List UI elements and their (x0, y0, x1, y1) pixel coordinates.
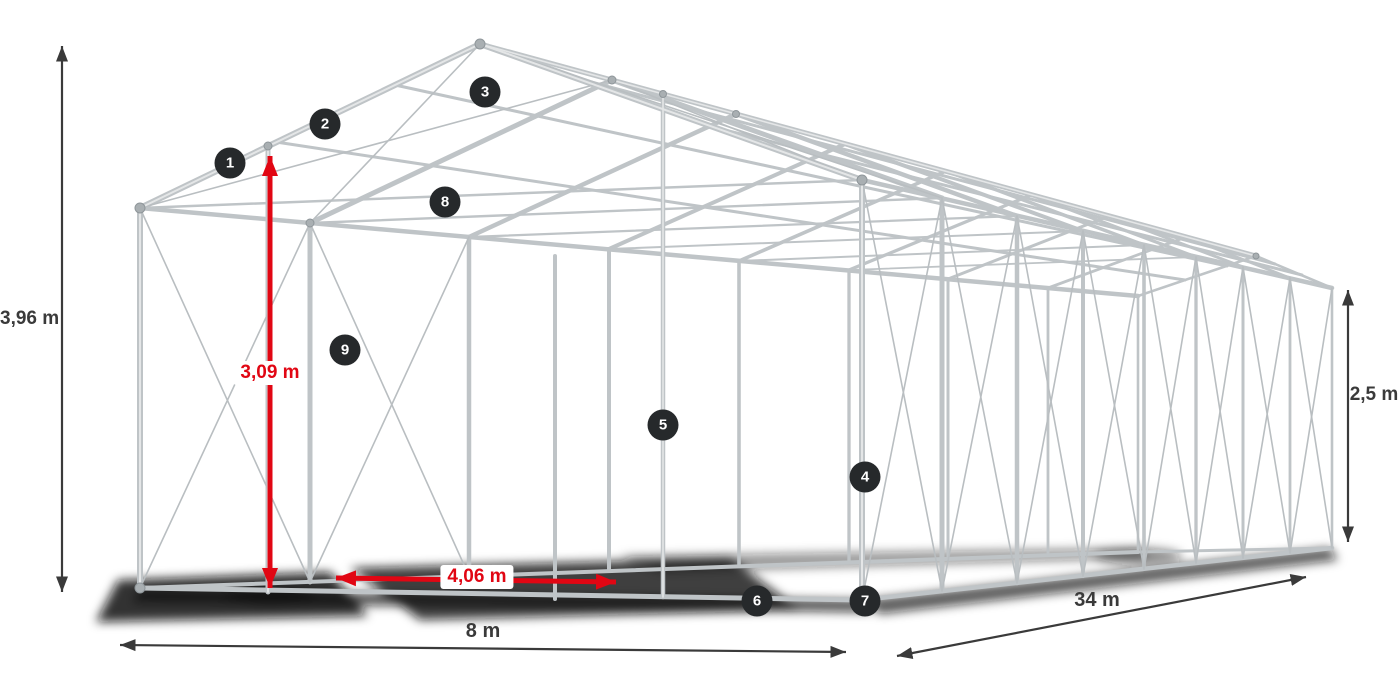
width-label: 8 m (465, 620, 501, 642)
callout-6[interactable]: 6 (741, 585, 773, 617)
callout-2[interactable]: 2 (309, 108, 341, 140)
width-arrow (119, 639, 847, 658)
total-height-label: 3,96 m (0, 308, 60, 329)
diagonal-bracing (139, 43, 1333, 601)
steel-frame (134, 38, 1335, 606)
callout-8[interactable]: 8 (429, 186, 461, 218)
shadow-layer (96, 548, 1338, 622)
entrance-width-label: 4,06 m (440, 565, 514, 589)
length-label: 34 m (1074, 589, 1120, 611)
callout-3[interactable]: 3 (469, 76, 501, 108)
side-height-label: 2,5 m (1349, 384, 1399, 405)
callout-5[interactable]: 5 (647, 409, 679, 441)
red-dimension-arrows (262, 156, 617, 590)
callout-1[interactable]: 1 (214, 147, 246, 179)
tube-highlights (139, 43, 1257, 601)
dimension-arrows (56, 46, 1354, 659)
entrance-height-label: 3,09 m (233, 361, 307, 385)
callout-9[interactable]: 9 (329, 334, 361, 366)
callout-4[interactable]: 4 (849, 461, 881, 493)
cross-ties (138, 178, 1197, 271)
length-arrow (896, 574, 1307, 659)
callout-7[interactable]: 7 (849, 585, 881, 617)
